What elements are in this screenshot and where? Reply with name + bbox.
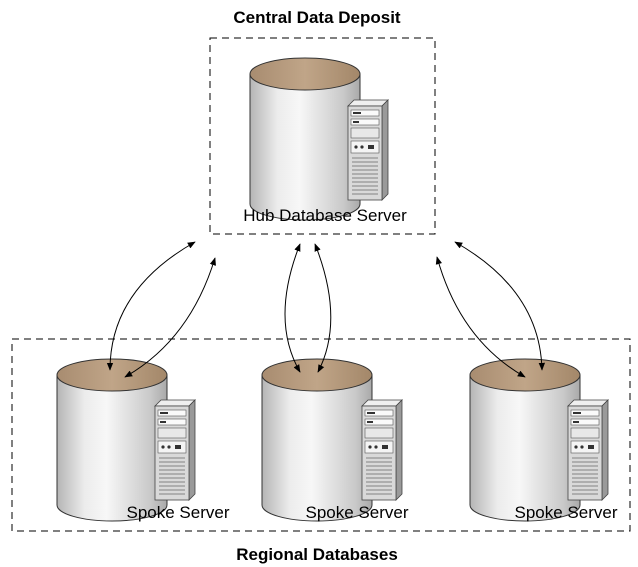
spoke-server-label: Spoke Server [515, 503, 618, 522]
spoke-database-icon [56, 358, 168, 522]
bidirectional-arrow-icon [284, 243, 301, 373]
bidirectional-arrow-icon [454, 241, 546, 371]
hub-server-tower-icon [347, 99, 389, 201]
spoke-server-3: Spoke Server [469, 358, 618, 522]
spoke-database-icon [469, 358, 581, 522]
regional-databases-title: Regional Databases [236, 545, 398, 564]
central-data-deposit-title: Central Data Deposit [233, 8, 401, 27]
bidirectional-arrow-icon [314, 243, 332, 373]
regional-group-border [11, 338, 631, 532]
spoke-server-label: Spoke Server [306, 503, 409, 522]
hub-database-label: Hub Database Server [243, 206, 407, 225]
spoke-server-tower-icon [154, 399, 196, 501]
spoke-server-tower-icon [567, 399, 609, 501]
spoke-server-2: Spoke Server [261, 358, 409, 522]
bidirectional-arrow-icon [124, 257, 216, 378]
spoke-server-tower-icon [361, 399, 403, 501]
central-group-border [209, 37, 436, 235]
bidirectional-arrow-icon [106, 241, 196, 371]
hub-database-icon [249, 57, 361, 221]
spoke-database-icon [261, 358, 373, 522]
spoke-server-1: Spoke Server [56, 358, 230, 522]
spoke-server-label: Spoke Server [127, 503, 230, 522]
